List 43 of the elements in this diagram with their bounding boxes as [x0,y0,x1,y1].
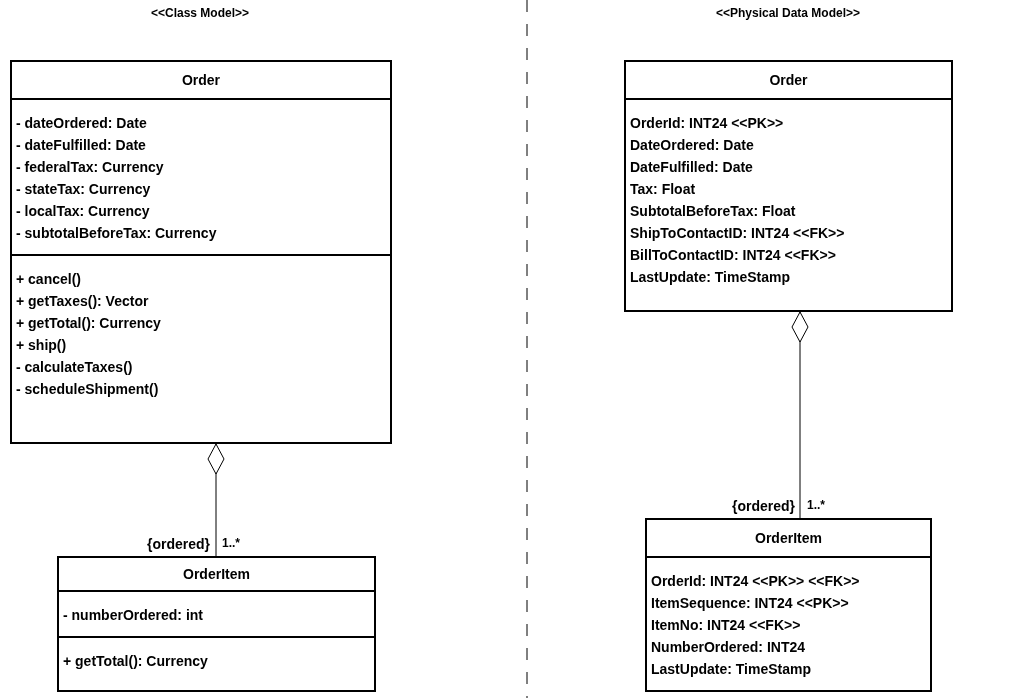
class-name: Order [768,71,809,90]
member-text: - dateFulfilled: Date [16,136,147,155]
member-text: - subtotalBeforeTax: Currency [16,224,218,243]
member-text: LastUpdate: TimeStamp [630,268,791,287]
class-box [624,60,953,312]
class-box [645,518,932,692]
member-text: - dateOrdered: Date [16,114,148,133]
multiplicity-label: 1..* [222,536,240,550]
member-text: Tax: Float [630,180,697,199]
member-text: ItemNo: INT24 <<FK>> [651,616,802,635]
member-text: SubtotalBeforeTax: Float [630,202,797,221]
member-text: OrderId: INT24 <<PK>> <<FK>> [651,572,861,591]
member-text: LastUpdate: TimeStamp [651,660,812,679]
member-text: DateFulfilled: Date [630,158,754,177]
multiplicity-label: {ordered} [731,498,795,514]
member-text: BillToContactID: INT24 <<FK>> [630,246,837,265]
member-text: NumberOrdered: INT24 [651,638,807,657]
multiplicity-label: 1..* [807,498,825,512]
member-text: + ship() [16,336,68,355]
member-text: - localTax: Currency [16,202,151,221]
member-text: ShipToContactID: INT24 <<FK>> [630,224,846,243]
member-text: + getTaxes(): Vector [16,292,150,311]
member-text: ItemSequence: INT24 <<PK>> [651,594,850,613]
model-title: <<Class Model>> [150,6,250,20]
multiplicity-label: {ordered} [146,536,210,552]
class-name: Order [180,71,222,90]
member-text: - calculateTaxes() [16,358,134,377]
class-box [10,60,392,444]
member-text: - stateTax: Currency [16,180,152,199]
model-title: <<Physical Data Model>> [715,6,861,20]
member-text: - scheduleShipment() [16,380,160,399]
class-name: OrderItem [182,565,251,584]
member-text: + cancel() [16,270,82,289]
class-name: OrderItem [754,529,823,548]
member-text: DateOrdered: Date [630,136,755,155]
member-text: - numberOrdered: int [63,606,204,625]
member-text: OrderId: INT24 <<PK>> [630,114,785,133]
class-box [57,556,376,692]
member-text: + getTotal(): Currency [63,652,209,671]
member-text: - federalTax: Currency [16,158,165,177]
aggregation-line [791,311,809,519]
aggregation-line [207,443,225,557]
member-text: + getTotal(): Currency [16,314,162,333]
